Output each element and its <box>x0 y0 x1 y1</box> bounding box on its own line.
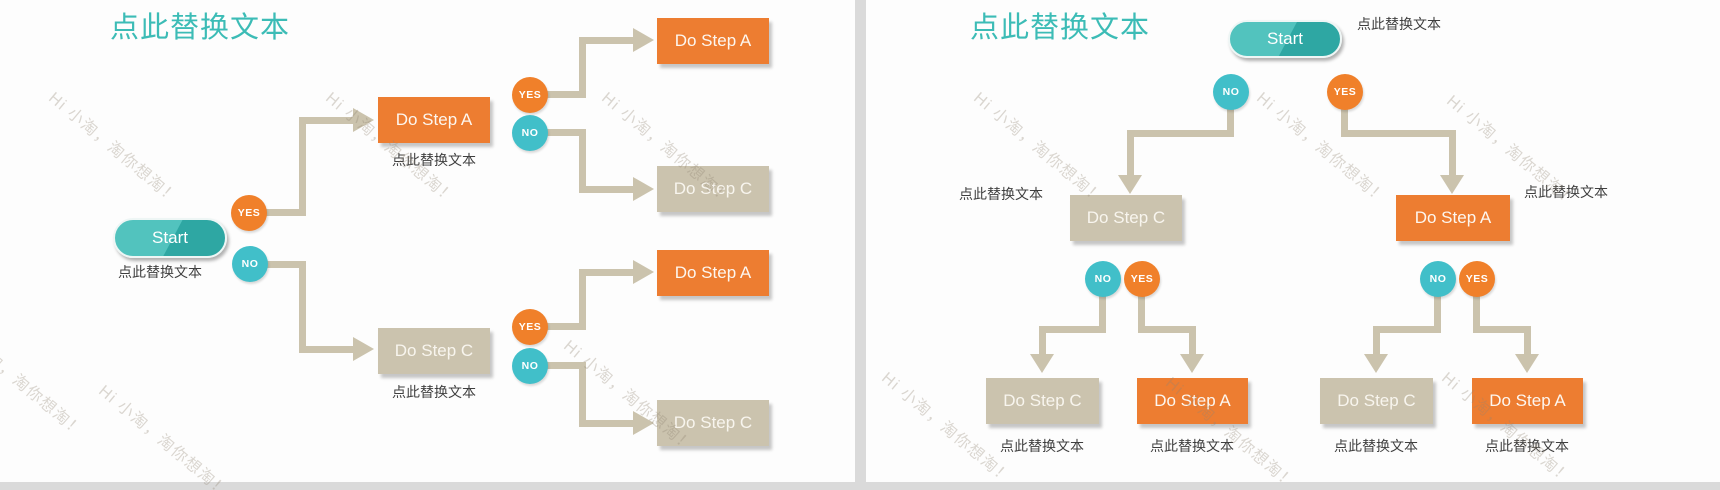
start-node[interactable]: Start <box>1228 20 1342 58</box>
step-caption[interactable]: 点此替换文本 <box>392 152 476 168</box>
connector-line <box>544 91 586 98</box>
step-box[interactable]: Do Step C <box>1320 378 1433 424</box>
connector-line <box>1189 326 1196 356</box>
step-box[interactable]: Do Step A <box>657 18 769 64</box>
connector-line <box>1039 326 1106 333</box>
connector-line <box>1227 108 1234 137</box>
step-caption[interactable]: 点此替换文本 <box>392 384 476 400</box>
arrow-right-icon <box>633 260 654 284</box>
connector-line <box>299 346 355 353</box>
yes-badge[interactable]: YES <box>1124 261 1160 297</box>
step-caption[interactable]: 点此替换文本 <box>1334 438 1418 454</box>
connector-line <box>299 261 306 353</box>
connector-line <box>1373 326 1441 333</box>
arrow-right-icon <box>633 177 654 201</box>
slide-right: 点此替换文本 Start 点此替换文本 NO YES Do Step C 点此替… <box>866 0 1720 482</box>
connector-line <box>1474 326 1531 333</box>
slide-left: 点此替换文本 Start 点此替换文本 YES NO Do Step A 点此替… <box>0 0 855 482</box>
arrow-down-icon <box>1030 354 1054 373</box>
arrow-right-icon <box>633 28 654 52</box>
no-badge[interactable]: NO <box>232 246 268 282</box>
no-badge[interactable]: NO <box>512 348 548 384</box>
step-box[interactable]: Do Step A <box>1472 378 1583 424</box>
step-box[interactable]: Do Step C <box>986 378 1099 424</box>
connector-line <box>579 186 635 193</box>
slide-title[interactable]: 点此替换文本 <box>110 12 291 44</box>
step-caption[interactable]: 点此替换文本 <box>1000 438 1084 454</box>
step-box[interactable]: Do Step A <box>1137 378 1248 424</box>
arrow-right-icon <box>633 411 654 435</box>
step-caption[interactable]: 点此替换文本 <box>1485 438 1569 454</box>
no-badge[interactable]: NO <box>1420 261 1456 297</box>
slide-title[interactable]: 点此替换文本 <box>970 12 1151 44</box>
arrow-down-icon <box>1515 354 1539 373</box>
connector-line <box>579 420 635 427</box>
connector-line <box>1373 326 1380 356</box>
connector-line <box>1138 294 1145 333</box>
step-box[interactable]: Do Step C <box>657 166 769 212</box>
no-badge[interactable]: NO <box>1085 261 1121 297</box>
yes-badge[interactable]: YES <box>512 77 548 113</box>
step-caption[interactable]: 点此替换文本 <box>959 186 1043 202</box>
connector-line <box>579 129 586 193</box>
connector-line <box>299 117 355 124</box>
connector-line <box>1473 294 1480 333</box>
yes-badge[interactable]: YES <box>1459 261 1495 297</box>
connector-line <box>544 129 586 136</box>
start-node[interactable]: Start <box>113 218 227 258</box>
connector-line <box>579 37 586 98</box>
arrow-right-icon <box>353 337 374 361</box>
connector-line <box>1127 130 1134 177</box>
arrow-down-icon <box>1180 354 1204 373</box>
arrow-down-icon <box>1440 175 1464 194</box>
step-caption[interactable]: 点此替换文本 <box>1150 438 1234 454</box>
connector-line <box>544 362 586 369</box>
step-box[interactable]: Do Step C <box>657 400 769 446</box>
connector-line <box>263 209 306 216</box>
step-box[interactable]: Do Step A <box>657 250 769 296</box>
yes-badge[interactable]: YES <box>231 195 267 231</box>
start-caption[interactable]: 点此替换文本 <box>1357 16 1441 32</box>
arrow-down-icon <box>1364 354 1388 373</box>
connector-line <box>1039 326 1046 356</box>
connector-line <box>299 117 306 216</box>
arrow-right-icon <box>353 108 374 132</box>
connector-line <box>579 269 586 330</box>
start-caption[interactable]: 点此替换文本 <box>118 264 202 280</box>
connector-line <box>1127 130 1234 137</box>
connector-line <box>1449 130 1456 177</box>
connector-line <box>579 269 635 276</box>
no-badge[interactable]: NO <box>512 115 548 151</box>
connector-line <box>544 323 586 330</box>
step-caption[interactable]: 点此替换文本 <box>1524 184 1608 200</box>
step-box[interactable]: Do Step A <box>378 97 490 143</box>
yes-badge[interactable]: YES <box>1327 74 1363 110</box>
yes-badge[interactable]: YES <box>512 309 548 345</box>
step-box[interactable]: Do Step C <box>378 328 490 374</box>
connector-line <box>265 261 306 268</box>
connector-line <box>1341 108 1348 137</box>
connector-line <box>1099 294 1106 333</box>
connector-line <box>579 362 586 427</box>
connector-line <box>1434 294 1441 333</box>
step-box[interactable]: Do Step C <box>1070 195 1182 241</box>
connector-line <box>1139 326 1196 333</box>
connector-line <box>1524 326 1531 356</box>
arrow-down-icon <box>1118 175 1142 194</box>
connector-line <box>1341 130 1456 137</box>
connector-line <box>579 37 635 44</box>
no-badge[interactable]: NO <box>1213 74 1249 110</box>
step-box[interactable]: Do Step A <box>1396 195 1510 241</box>
